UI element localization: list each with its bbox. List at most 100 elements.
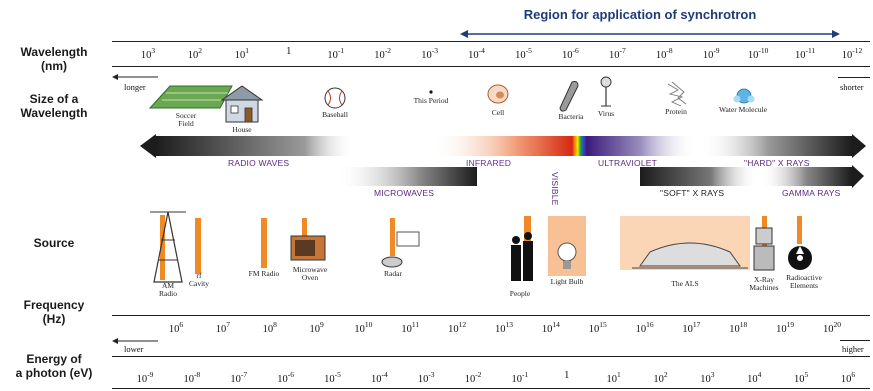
synchrotron-region-label: Region for application of synchrotron (523, 7, 757, 22)
gamma-rays-label: GAMMA RAYS (782, 188, 841, 198)
house-label: House (232, 125, 252, 134)
energy-bottom-rule (112, 388, 870, 389)
radioactive-elements-label: Radioactive Elements (786, 273, 822, 290)
frequency-tick-8: 1014 (541, 320, 560, 335)
energy-tick-9: 1 (564, 370, 570, 381)
frequency-tick-0: 106 (168, 320, 184, 335)
energy-tick-4: 10-5 (324, 370, 341, 385)
microwave-oven-icon (290, 218, 326, 261)
frequency-tick-2: 108 (262, 320, 277, 335)
wavelength-tick-13: 10-10 (747, 46, 769, 61)
microwaves-band (335, 167, 477, 186)
microwaves-label: MICROWAVES (374, 188, 435, 198)
frequency-tick-4: 1010 (354, 320, 373, 335)
energy-tick-1: 10-8 (183, 370, 201, 385)
radar-label: Radar (384, 269, 402, 278)
wavelength-tick-3: 1 (286, 46, 292, 57)
rf-cavity-label: rf Cavity (189, 271, 209, 288)
energy-tick-2: 10-7 (230, 370, 248, 385)
baseball-icon (324, 87, 346, 109)
wavelength-tick-1: 102 (187, 46, 203, 61)
wavelength-tick-4: 10-1 (327, 46, 345, 61)
microwave-oven-label: Microwave Oven (292, 265, 328, 282)
frequency-tick-9: 1015 (588, 320, 607, 335)
wavelength-label-line2: (nm) (41, 59, 67, 73)
energy-label-line2: a photon (eV) (15, 366, 93, 380)
water-molecule-icon (733, 88, 755, 104)
energy-tick-5: 10-4 (370, 370, 388, 385)
radioactive-icon (788, 216, 812, 270)
soccer-field-label: Soccer Field (175, 111, 197, 128)
energy-tick-15: 106 (840, 370, 856, 385)
radar-icon (381, 218, 420, 268)
wavelength-longer-arrow (112, 74, 158, 80)
frequency-tick-3: 109 (309, 320, 324, 335)
wavelength-tick-7: 10-4 (468, 46, 485, 61)
frequency-tick-1: 107 (215, 320, 230, 335)
fm-radio-label: FM Radio (248, 269, 280, 278)
als-label: The ALS (671, 279, 699, 288)
fm-radio-bar (261, 218, 267, 268)
energy-tick-0: 10-9 (136, 370, 154, 385)
wavelength-tick-6: 10-3 (421, 46, 438, 61)
energy-top-rule (112, 356, 870, 357)
energy-higher-line (840, 340, 870, 341)
size-row-label: Size of a Wavelength (4, 92, 104, 120)
energy-tick-12: 103 (700, 370, 715, 385)
frequency-tick-11: 1017 (682, 320, 701, 335)
wavelength-tick-9: 10-6 (562, 46, 579, 61)
xray-machine-icon (753, 216, 775, 271)
size-label-line1: Size of a (29, 92, 79, 106)
synchrotron-region-arrow (460, 30, 840, 38)
wavelength-tick-2: 101 (234, 46, 249, 61)
frequency-tick-5: 1011 (401, 320, 420, 335)
size-label-line2: Wavelength (20, 106, 88, 120)
water-molecule-label: Water Molecule (719, 105, 767, 114)
frequency-top-rule (112, 315, 870, 316)
energy-higher-word: higher (842, 344, 864, 354)
wavelength-tick-11: 10-8 (655, 46, 673, 61)
wavelength-row-label: Wavelength (nm) (4, 45, 104, 73)
wavelength-tick-15: 10-12 (841, 46, 863, 61)
frequency-tick-7: 1013 (495, 320, 513, 335)
wavelength-tick-12: 10-9 (702, 46, 720, 61)
energy-tick-8: 10-1 (511, 370, 529, 385)
wavelength-shorter-line (838, 77, 870, 78)
light-bulb-icon (548, 216, 586, 276)
wavelength-shorter-word: shorter (840, 82, 864, 92)
source-illustrations (150, 211, 812, 283)
people-icon (511, 216, 533, 281)
wavelength-tick-8: 10-5 (515, 46, 532, 61)
energy-lower-word: lower (124, 344, 144, 354)
energy-tick-14: 105 (794, 370, 809, 385)
energy-tick-13: 104 (747, 370, 762, 385)
visible-band (572, 136, 586, 156)
protein-label: Protein (665, 107, 687, 116)
wavelength-tick-14: 10-11 (794, 46, 816, 61)
soccer-field-icon (148, 85, 233, 109)
am-radio-tower-icon (150, 211, 186, 283)
this-period-label: This Period (413, 96, 449, 105)
bacteria-label: Bacteria (558, 112, 584, 121)
frequency-label-line2: (Hz) (42, 312, 66, 326)
light-bulb-label: Light Bulb (550, 277, 584, 286)
virus-label: Virus (597, 109, 615, 118)
baseball-label: Baseball (322, 110, 348, 119)
frequency-tick-14: 1020 (823, 320, 841, 335)
wavelength-longer-word: longer (124, 82, 146, 92)
wavelength-tick-10: 10-7 (608, 46, 626, 61)
frequency-tick-13: 1019 (776, 320, 795, 335)
energy-tick-11: 102 (653, 370, 668, 385)
radio-band (140, 134, 355, 158)
energy-label-line1: Energy of (26, 352, 82, 366)
protein-icon (667, 81, 687, 107)
energy-tick-10: 101 (606, 370, 621, 385)
hard-xray-label: "HARD" X RAYS (744, 158, 810, 168)
energy-tick-3: 10-6 (277, 370, 294, 385)
infrared-label: INFRARED (466, 158, 512, 168)
wavelength-top-rule (112, 41, 870, 42)
energy-tick-7: 10-2 (464, 370, 482, 385)
ultraviolet-label: ULTRAVIOLET (598, 158, 658, 168)
energy-lower-arrow (112, 338, 158, 344)
